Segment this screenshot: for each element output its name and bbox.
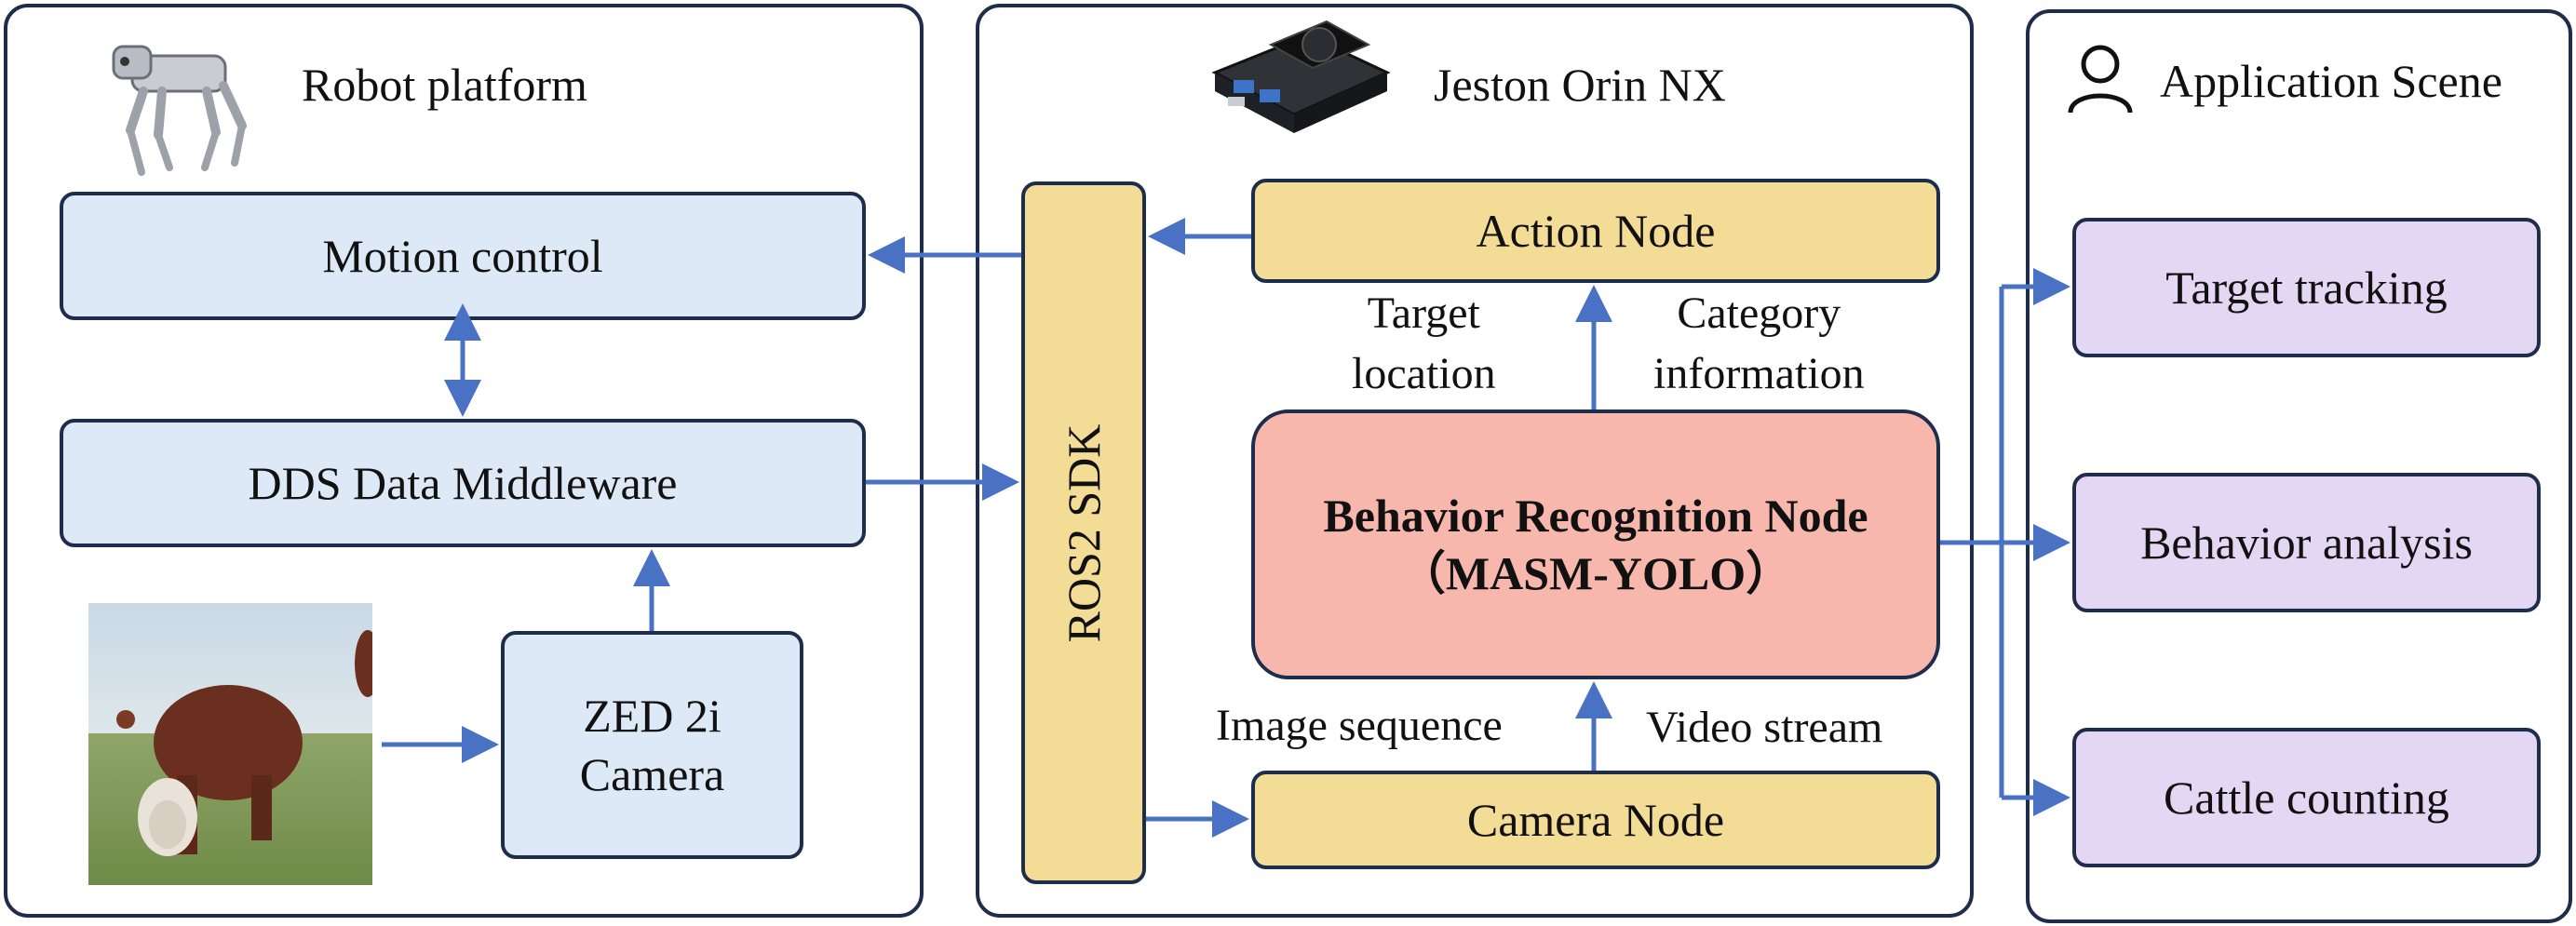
robot-platform-title: Robot platform: [302, 59, 587, 111]
target-location-line2: location: [1352, 348, 1496, 398]
zed-camera-line1: ZED 2i: [583, 690, 722, 742]
behavior-analysis-box: Behavior analysis: [2072, 473, 2541, 612]
application-scene-title: Application Scene: [2160, 55, 2502, 107]
grazing-cattle-photo: [88, 603, 372, 885]
target-location-line1: Target: [1367, 289, 1480, 338]
ros2-sdk-box: ROS2 SDK: [1021, 181, 1146, 884]
camera-node-box: Camera Node: [1251, 771, 1940, 869]
cattle-counting-box: Cattle counting: [2072, 728, 2541, 867]
category-information-label: Category information: [1653, 284, 1865, 405]
action-node-box: Action Node: [1251, 179, 1940, 283]
image-sequence-label: Image sequence: [1216, 701, 1503, 750]
target-tracking-box: Target tracking: [2072, 218, 2541, 357]
dds-middleware-box: DDS Data Middleware: [60, 419, 866, 547]
category-information-line2: information: [1653, 348, 1865, 398]
zed-camera-line2: Camera: [579, 747, 725, 800]
person-icon: [2065, 42, 2136, 116]
jetson-title: Jeston Orin NX: [1434, 59, 1726, 111]
category-information-line1: Category: [1677, 289, 1841, 338]
behavior-recognition-line2: （MASM-YOLO）: [1398, 547, 1793, 599]
video-stream-label: Video stream: [1646, 703, 1883, 752]
behavior-recognition-line1: Behavior Recognition Node: [1323, 489, 1868, 542]
zed-camera-box: ZED 2i Camera: [501, 631, 803, 859]
motion-control-box: Motion control: [60, 192, 866, 320]
behavior-recognition-node-box: Behavior Recognition Node （MASM-YOLO）: [1251, 409, 1940, 679]
jetson-board-icon: [1206, 7, 1392, 156]
quadruped-robot-icon: [104, 19, 253, 181]
target-location-label: Target location: [1352, 284, 1496, 405]
